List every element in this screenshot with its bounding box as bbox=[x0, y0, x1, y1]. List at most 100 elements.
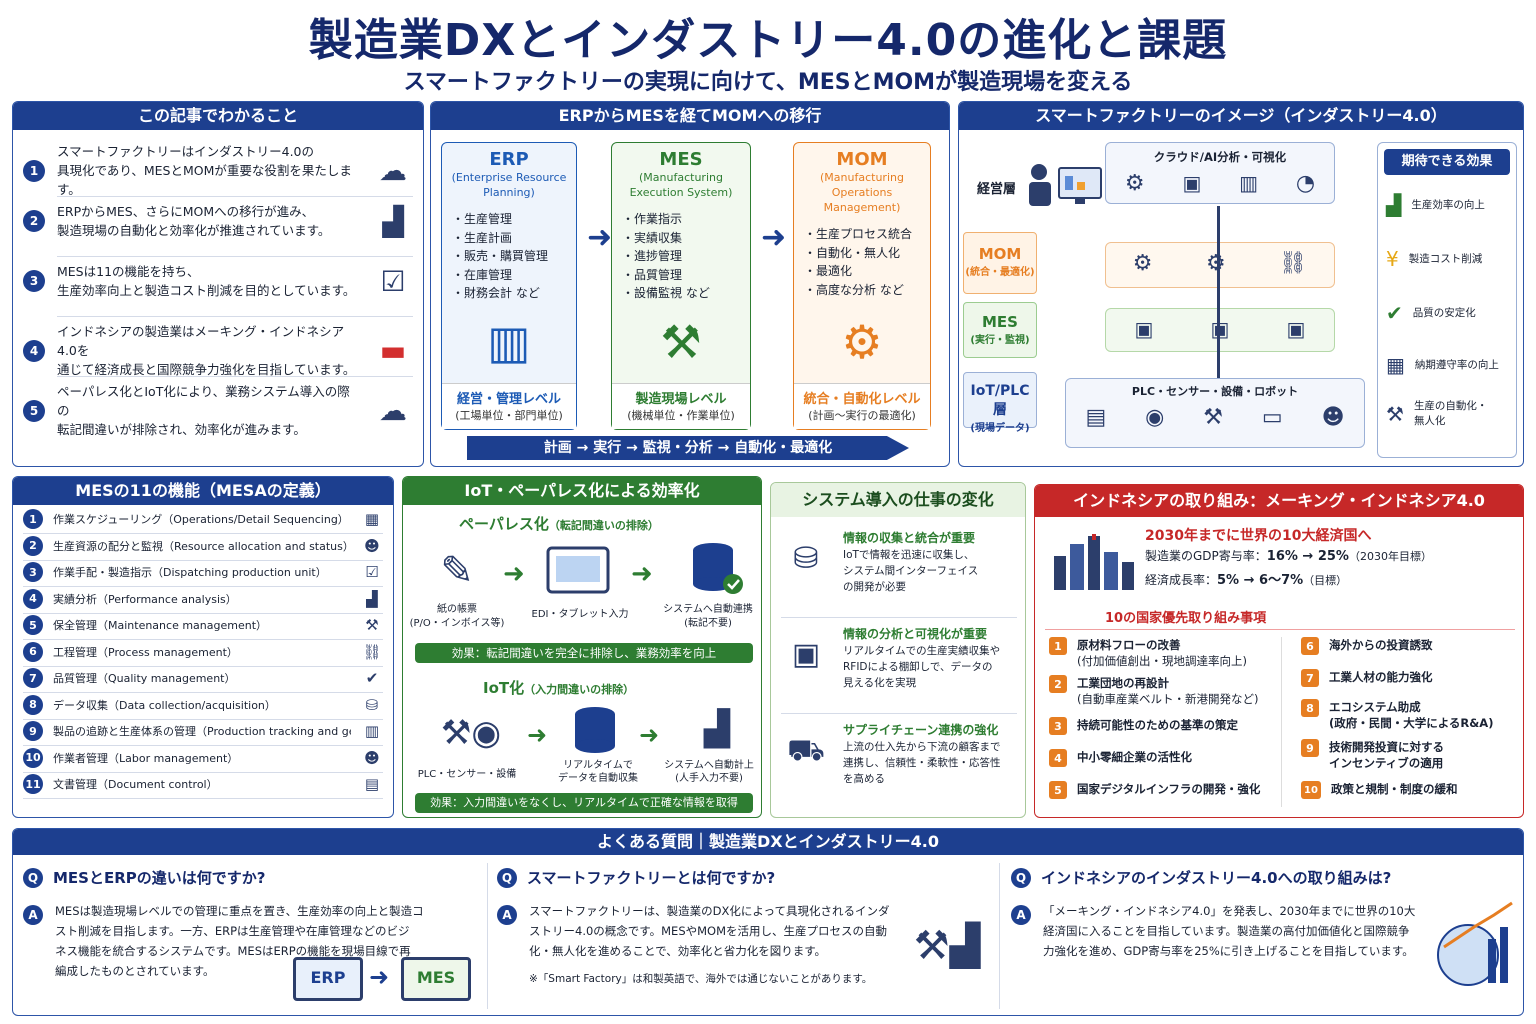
mom-box: ⚙ ⚙ ⛓ bbox=[1105, 242, 1335, 288]
arrow-icon: ➜ bbox=[503, 559, 525, 589]
priority-item: 3 持続可能性のための基準の策定 bbox=[1049, 717, 1238, 735]
work-item-line: の開発が必要 bbox=[843, 581, 906, 593]
indonesia-panel: インドネシアの取り組み：メーキング・インドネシア4.0 2030年までに世界の1… bbox=[1034, 484, 1524, 818]
step-plc: PLC・センサー・設備 bbox=[417, 769, 517, 780]
paper-form-icon: ✎ bbox=[440, 548, 474, 594]
priority-number: 3 bbox=[1049, 717, 1067, 735]
function-number: 6 bbox=[23, 641, 43, 662]
function-label: 製品の追跡と生産体系の管理（Production tracking and ge… bbox=[53, 725, 351, 738]
barcode-icon: ▥ bbox=[364, 722, 380, 740]
function-item: ・財務会計 など bbox=[452, 286, 540, 300]
clipboard-icon: ☑ bbox=[365, 563, 379, 581]
summary-line: 通じて経済成長と国際競争力強化を目指しています。 bbox=[57, 362, 356, 377]
shield-check-icon: ✔ bbox=[1386, 301, 1403, 325]
function-item: ・最適化 bbox=[804, 264, 853, 278]
growth-chart-icon: ▟ bbox=[382, 204, 404, 238]
network-icon: ⛓ bbox=[1279, 251, 1308, 276]
function-label: 実績分析（Performance analysis） bbox=[53, 592, 237, 606]
mom-fullname: (Manufacturing Operations Management) bbox=[820, 171, 904, 214]
step-system: システムへ自動連携(転記不要) bbox=[663, 604, 753, 629]
priority-number: 7 bbox=[1301, 669, 1319, 687]
priority-number: 6 bbox=[1301, 637, 1319, 655]
iot-layer: IoT/PLC層 (現場データ) bbox=[963, 372, 1037, 434]
database-icon: ⛁ bbox=[365, 695, 379, 714]
function-label: 品質管理（Quality management） bbox=[53, 672, 236, 685]
paperless-title: ペーパレス化（転記間違いの排除） bbox=[459, 515, 659, 533]
function-item: ・自動化・無人化 bbox=[804, 245, 901, 260]
work-item-line: システム間インターフェイス bbox=[843, 565, 979, 577]
effect-paperless: 効果：転記間違いを完全に排除し、業務効率を向上 bbox=[415, 643, 753, 663]
mes-illustration-icon: ⚒ bbox=[660, 315, 702, 369]
growth-chart-icon: ▟ bbox=[1386, 193, 1402, 217]
function-label: 作業手配・製造指示（Dispatching production unit） bbox=[53, 566, 327, 579]
mes-monitor-icon: MES bbox=[401, 957, 471, 1001]
function-number: 2 bbox=[23, 535, 43, 556]
iot-layer-label: IoT/PLC層 bbox=[970, 383, 1030, 418]
priority-label: 持続可能性のための基準の策定 bbox=[1077, 718, 1238, 732]
flow-icon: ⛓ bbox=[362, 642, 382, 661]
priority-number: 8 bbox=[1301, 699, 1319, 717]
priority-sub: (政府・民間・大学によるR&A) bbox=[1329, 716, 1494, 730]
erp-box: ERP(Enterprise Resource Planning)・生産管理・生… bbox=[441, 142, 577, 430]
arrow-icon: ➜ bbox=[369, 963, 390, 991]
mgmt-label: 経営層 bbox=[977, 182, 1017, 197]
priority-label: 技術開発投資に対する bbox=[1329, 740, 1444, 754]
step-auto: システムへ自動計上(人手入力不要) bbox=[664, 760, 754, 784]
level-label: 経営・管理レベル(工場単位・部門単位) bbox=[442, 383, 576, 429]
work-item-line: 連携し、信頼性・柔軟性・応答性 bbox=[843, 757, 1001, 769]
mes-layer-sub: (実行・監視) bbox=[970, 335, 1030, 346]
arrow-icon: ➜ bbox=[527, 721, 548, 749]
function-list: ・生産管理・生産計画・販売・購買管理・在庫管理・財務会計 など bbox=[442, 200, 576, 303]
function-item: ・在庫管理 bbox=[452, 267, 513, 282]
worker-icon: ☻ bbox=[364, 536, 380, 555]
faq-answer: MESは製造現場レベルでの管理に重点を置き、生産効率の向上と製造コスト削減を目指… bbox=[55, 901, 424, 981]
function-label: 作業者管理（Labor management） bbox=[53, 751, 239, 765]
function-label: 工程管理（Process management） bbox=[53, 645, 238, 659]
mom-box: MOM(Manufacturing Operations Management)… bbox=[793, 142, 931, 430]
summary-number: 4 bbox=[23, 339, 45, 362]
function-label: 保全管理（Maintenance management） bbox=[53, 619, 268, 632]
migration-panel: ERPからMESを経てMOMへの移行 ERP(Enterprise Resour… bbox=[430, 101, 950, 467]
summary-number: 5 bbox=[23, 399, 45, 422]
function-item: ・作業指示 bbox=[622, 212, 683, 226]
cloud-box: クラウド/AI分析・可視化 ⚙ ▣ ▥ ◔ bbox=[1105, 142, 1335, 204]
function-number: 11 bbox=[23, 774, 43, 794]
mes-layer: MES (実行・監視) bbox=[963, 302, 1037, 358]
iot-layer-sub: (現場データ) bbox=[970, 423, 1030, 434]
migration-header: ERPからMESを経てMOMへの移行 bbox=[431, 102, 949, 130]
bar-chart-icon: ▥ bbox=[1239, 171, 1259, 195]
calendar-icon: ▦ bbox=[364, 510, 380, 528]
erp-illustration-icon: ▥ bbox=[487, 315, 531, 369]
database-check-icon bbox=[687, 539, 747, 599]
mes-box: ▣ ▣ ▣ bbox=[1105, 308, 1335, 352]
factory-icon: ▟ bbox=[703, 709, 731, 749]
growth-line: 経済成長率：5% → 6〜7%（目標） bbox=[1145, 573, 1348, 588]
function-item: ・進捗管理 bbox=[622, 249, 683, 263]
function-item: ・高度な分析 など bbox=[804, 282, 904, 297]
effect-item: ▟生産効率の向上 bbox=[1386, 193, 1485, 217]
wrench-icon: ⚒ bbox=[365, 616, 379, 634]
summary-line: MESは11の機能を持ち、 bbox=[57, 264, 200, 279]
smart-header: スマートファクトリーのイメージ（インダストリー4.0） bbox=[959, 102, 1523, 130]
monitor-icon: ▣ bbox=[1286, 317, 1306, 341]
mes-fullname: (Manufacturing Execution System) bbox=[629, 171, 733, 199]
priority-label: エコシステム助成 bbox=[1329, 700, 1421, 714]
monitor-icon: ▣ bbox=[1134, 317, 1154, 341]
priority-number: 10 bbox=[1301, 781, 1321, 799]
calendar-clock-icon: ▦ bbox=[1386, 353, 1405, 377]
function-item: ・設備監視 など bbox=[622, 286, 710, 300]
supply-chain-icon: ⛟ bbox=[787, 733, 825, 768]
